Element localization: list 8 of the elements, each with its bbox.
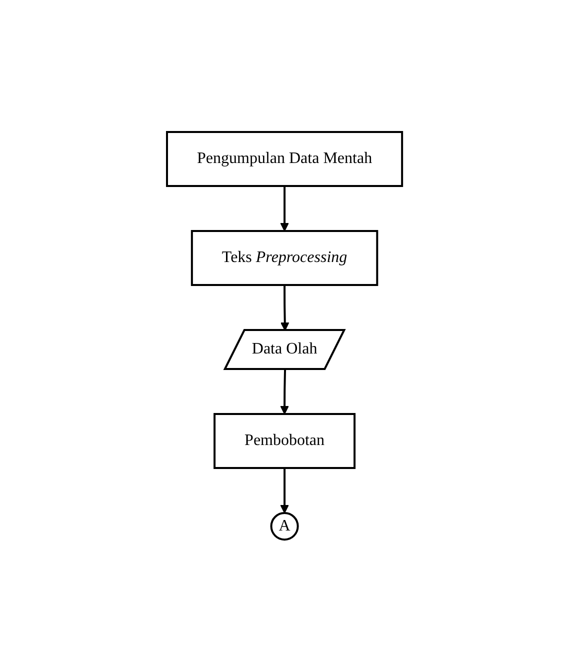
node-box: Pembobotan xyxy=(214,413,356,470)
node-box: Pengumpulan Data Mentah xyxy=(166,131,404,188)
arrow xyxy=(280,468,289,514)
node-circle: A xyxy=(270,512,299,541)
node-box: Teks Preprocessing xyxy=(190,230,378,286)
arrow xyxy=(280,285,290,332)
arrow xyxy=(280,370,289,415)
arrow xyxy=(280,186,289,232)
